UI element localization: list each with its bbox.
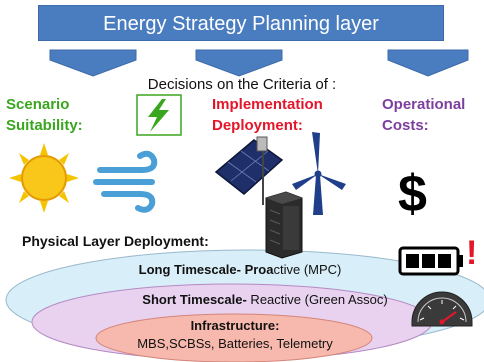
criterion-operational-line1: Operational: [382, 96, 466, 113]
arrow-center-shape: [195, 49, 283, 77]
long-timescale-bold2: Proa: [240, 262, 274, 277]
decisions-heading: Decisions on the Criteria of :: [147, 76, 337, 93]
short-timescale-label: Short Timescale- Reactive (Green Assoc): [90, 292, 440, 307]
long-timescale-label: Long Timescale- Proactive (MPC): [100, 262, 380, 277]
infrastructure-title: Infrastructure:: [190, 318, 280, 333]
down-arrows: [49, 49, 469, 77]
exclamation-icon: !: [466, 234, 478, 272]
planning-layer-banner: Energy Strategy Planning layer: [38, 5, 444, 41]
infrastructure-ellipse: [95, 313, 373, 362]
criterion-scenario-line2: Suitability:: [6, 117, 83, 134]
criterion-scenario-line1: Scenario: [6, 96, 70, 113]
criterion-operational-costs: Operational Costs:: [382, 94, 465, 136]
banner-title: Energy Strategy Planning layer: [103, 13, 379, 35]
long-timescale-bold: Long Timescale-: [138, 262, 241, 277]
short-timescale-rest: Reactive (Green Assoc): [246, 292, 388, 307]
long-timescale-rest: ctive (MPC): [273, 262, 342, 277]
battery-icon: [398, 246, 463, 276]
wind-turbine-icon: [292, 132, 346, 215]
short-timescale-bold: Short Timescale-: [142, 292, 247, 307]
wind-icon: [93, 150, 158, 213]
criterion-implementation-line2: Deployment:: [212, 117, 303, 134]
lightning-icon: [136, 94, 182, 136]
arrow-right-shape: [387, 49, 469, 77]
sun-icon: [9, 143, 79, 213]
physical-layer-heading: Physical Layer Deployment:: [22, 233, 209, 249]
criterion-scenario-suitability: Scenario Suitability:: [6, 94, 83, 136]
arrow-left-shape: [49, 49, 137, 77]
speedometer-icon: [411, 291, 473, 327]
server-rack-icon: [265, 191, 303, 259]
criterion-implementation-deployment: Implementation Deployment:: [212, 94, 323, 136]
dollar-icon: $: [398, 165, 427, 223]
criterion-operational-line2: Costs:: [382, 117, 429, 134]
solar-panel-icon: [214, 136, 284, 205]
criterion-implementation-line1: Implementation: [212, 96, 323, 113]
infrastructure-items: MBS,SCBSs, Batteries, Telemetry: [137, 336, 333, 351]
layer-ellipses: [5, 249, 484, 362]
